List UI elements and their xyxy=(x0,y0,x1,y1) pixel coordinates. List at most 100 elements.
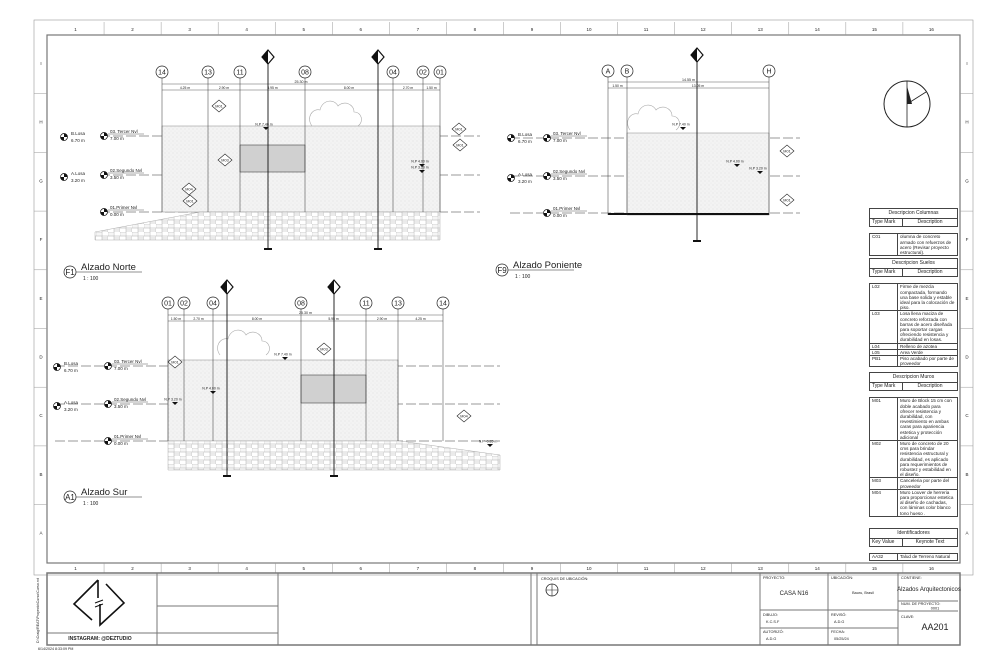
num-proyecto-value: 0001 xyxy=(931,607,939,611)
wall-tag xyxy=(182,194,198,208)
column-label: 16 xyxy=(929,27,935,32)
level-spot-icon xyxy=(419,170,425,173)
grid-label: 11 xyxy=(236,70,243,77)
spot-elevation: N.P 7.40 m xyxy=(274,353,292,357)
grid-bubble xyxy=(433,65,447,79)
row-label: A xyxy=(965,531,968,536)
column-label: 9 xyxy=(531,566,534,571)
wall-tag-label: M01 xyxy=(215,105,222,109)
row-label: G xyxy=(39,178,43,183)
grid-bubble xyxy=(155,65,169,79)
grid-bubble xyxy=(201,65,215,79)
segment-dimension: 2.70 m xyxy=(193,317,204,321)
losa-elevation: 3.20 m xyxy=(518,179,532,184)
spot-elevation: N.P 4.00 m xyxy=(726,160,744,164)
losa-name: A.Losa xyxy=(64,400,79,405)
col-header: Keynote Text xyxy=(915,539,945,546)
wall-tag xyxy=(452,138,468,152)
grid-bubble xyxy=(298,65,312,79)
legend-title: Descripcion Muros xyxy=(869,372,958,384)
column-label: 15 xyxy=(872,566,878,571)
reviso-label: REVISÓ: xyxy=(831,612,846,617)
tree-outline xyxy=(627,104,680,131)
grid-bubble xyxy=(233,65,247,79)
wall-tag xyxy=(217,153,233,167)
row-label: D xyxy=(39,355,43,360)
croquis-label: CROQUIS DE UBICACIÓN: xyxy=(541,576,588,581)
wall-tag-label: M04 xyxy=(185,188,192,192)
level-elevation: 3.50 m xyxy=(114,404,128,409)
wall-tag-label: M01 xyxy=(783,150,790,154)
col-header: Type Mark xyxy=(870,219,903,227)
row-label: B xyxy=(39,472,42,477)
col-header: Description xyxy=(917,219,943,226)
level-marker-fill xyxy=(100,132,108,140)
losa-name: B.Losa xyxy=(518,132,533,137)
level-marker-fill xyxy=(543,134,551,142)
level-spot-icon xyxy=(419,164,425,167)
losa-name: A.Losa xyxy=(518,172,533,177)
grid-bubble xyxy=(386,65,400,79)
grid-label: 13 xyxy=(394,301,402,308)
facade-wall xyxy=(626,132,770,216)
studio-logo xyxy=(72,579,126,627)
grid-label: B xyxy=(625,69,630,76)
grid-bubble xyxy=(391,296,405,310)
type-mark: L05 xyxy=(870,349,898,356)
grid-bubble xyxy=(762,64,776,78)
section-marker-arrow xyxy=(328,280,334,294)
view-tag: F9 xyxy=(497,266,507,275)
section-end xyxy=(330,475,338,477)
column-label: 1 xyxy=(74,566,77,571)
losa-name: B.Losa xyxy=(71,131,86,136)
column-label: 11 xyxy=(644,566,649,571)
level-marker-fill xyxy=(104,362,112,370)
segment-dimension: 4.25 m xyxy=(180,86,191,90)
spot-elevation: N.P -0.85 m xyxy=(479,440,498,444)
window-glazing xyxy=(300,374,367,404)
proyecto-value: CASA N16 xyxy=(780,591,809,597)
file-path: D:\Craig\REAT\Proyecto\Curso\Curso.rvt xyxy=(36,578,40,643)
spot-elevation: N.P 3.20 m xyxy=(411,166,429,170)
level-name: 03. Tercer Nvl xyxy=(110,129,138,134)
level-marker-fill xyxy=(104,437,112,445)
wall-tag-label: M03 xyxy=(221,159,228,163)
tree-outline xyxy=(309,100,362,127)
grid-label: 02 xyxy=(180,301,188,308)
window-glazing xyxy=(239,144,306,173)
row-label: C xyxy=(965,413,969,418)
grid-label: 13 xyxy=(204,70,212,77)
column-label: 12 xyxy=(701,566,707,571)
description: olumna de concreto armado con refuerzos … xyxy=(900,234,952,256)
grid-label: 04 xyxy=(389,70,397,77)
col-header: Description xyxy=(917,383,943,390)
row-label: E xyxy=(965,296,968,301)
row-label: F xyxy=(966,237,969,242)
description: Losa llena maciza de concreto reforzada … xyxy=(900,311,953,343)
view-title: Alzado Sur xyxy=(81,487,127,498)
level-spot-icon xyxy=(757,171,763,174)
section-end xyxy=(693,240,701,242)
level-marker-fill xyxy=(100,171,108,179)
grid-label: 04 xyxy=(209,301,217,308)
view-scale: 1 : 100 xyxy=(83,276,99,282)
level-marker-fill xyxy=(507,174,515,182)
wall-tag xyxy=(456,409,472,423)
section-marker-arrow xyxy=(372,50,378,64)
level-marker-fill xyxy=(60,173,68,181)
description: Muro Louver de herreria para proporciona… xyxy=(900,489,954,516)
description: Muro de concreto de 20 cms para brindar … xyxy=(900,441,951,478)
level-marker-fill xyxy=(100,208,108,216)
overall-dimension: 14.55 m xyxy=(682,78,695,82)
level-marker-fill xyxy=(60,133,68,141)
grid-label: 08 xyxy=(297,301,305,308)
wall-tag xyxy=(779,144,795,158)
